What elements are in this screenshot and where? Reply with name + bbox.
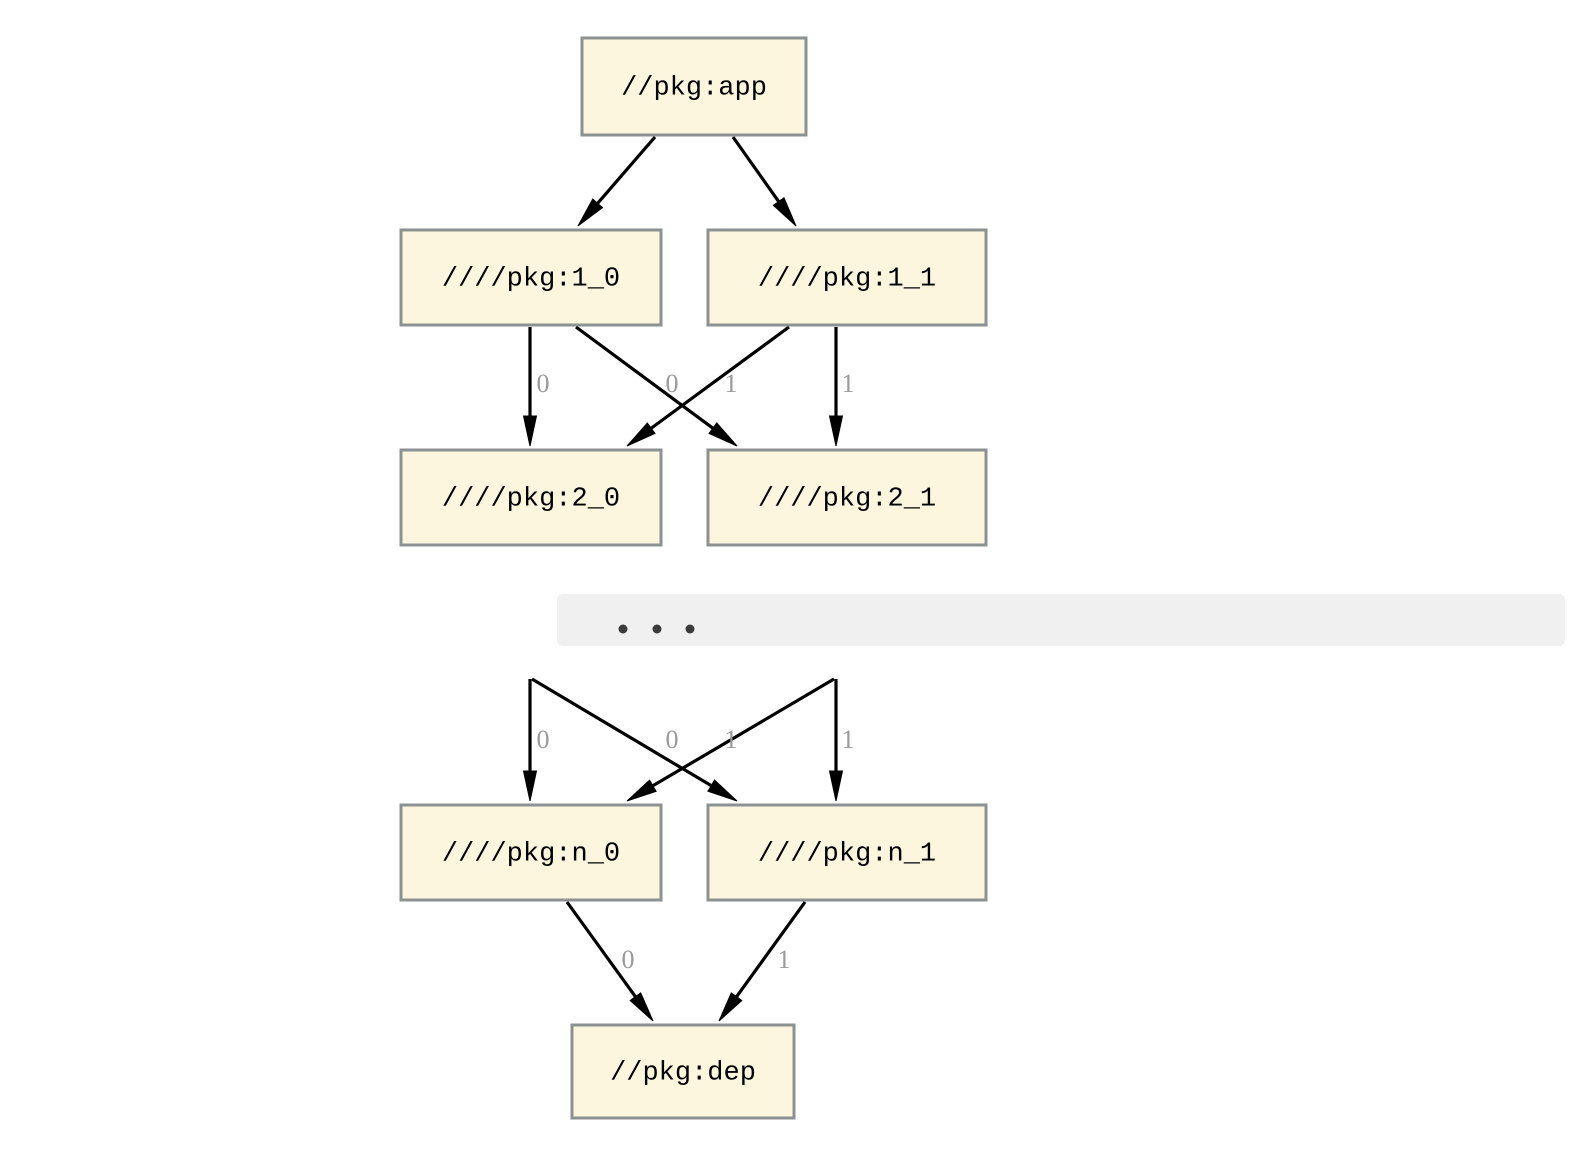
node-n2_1[interactable]: ////pkg:2_1 — [706, 448, 988, 547]
edge-label: 1 — [725, 369, 738, 398]
ellipsis-dot-1 — [652, 624, 662, 634]
edge-up-to-n_1: 0 — [531, 677, 738, 802]
edge-1_1-to-2_0: 1 — [626, 325, 790, 447]
edge-line — [531, 677, 713, 788]
nodes-layer: //pkg:app ////pkg:1_0 ////pkg:1_1 ////pkg:2… — [399, 36, 988, 1120]
arrowhead-icon — [828, 770, 844, 802]
node-nn_0[interactable]: ////pkg:n_0 — [399, 803, 663, 902]
node-box[interactable] — [706, 228, 988, 327]
edges-layer: 0 0 1 1 0 0 1 1 0 1 — [522, 135, 855, 1022]
edge-1_1-to-2_1: 1 — [828, 327, 855, 447]
node-label: ////pkg:1_1 — [758, 265, 936, 295]
edge-line — [652, 677, 835, 788]
node-label: //pkg:dep — [610, 1059, 756, 1089]
edge-up2-to-n_0: 1 — [626, 677, 835, 802]
node-label: ////pkg:n_1 — [758, 840, 936, 870]
edge-label: 0 — [537, 369, 550, 398]
ellipsis-dot-0 — [618, 624, 628, 634]
arrowhead-icon — [626, 779, 657, 802]
edge-label: 0 — [666, 725, 679, 754]
edge-line — [565, 901, 637, 998]
node-box[interactable] — [399, 803, 663, 902]
edge-line — [596, 135, 657, 205]
arrowhead-icon — [708, 422, 738, 447]
node-box[interactable] — [580, 36, 808, 137]
ellipsis-separator — [557, 594, 1565, 646]
edge-label: 0 — [537, 725, 550, 754]
arrowhead-icon — [629, 992, 654, 1022]
edge-line — [731, 136, 780, 203]
node-box[interactable] — [706, 803, 988, 902]
edge-label: 1 — [778, 945, 791, 974]
node-nn_1[interactable]: ////pkg:n_1 — [706, 803, 988, 902]
edge-line — [650, 325, 790, 430]
arrowhead-icon — [577, 198, 604, 227]
edge-n_0-to-dep: 0 — [565, 901, 654, 1022]
node-box[interactable] — [706, 448, 988, 547]
edge-label: 0 — [622, 945, 635, 974]
arrowhead-icon — [718, 992, 743, 1022]
node-label: ////pkg:n_0 — [442, 840, 620, 870]
node-label: ////pkg:2_0 — [442, 485, 620, 515]
node-label: //pkg:app — [621, 74, 767, 104]
ellipsis-band — [557, 594, 1565, 646]
arrowhead-icon — [626, 422, 656, 447]
node-box[interactable] — [399, 448, 663, 547]
edge-n_1-to-dep: 1 — [718, 901, 807, 1022]
edge-label: 1 — [725, 725, 738, 754]
edge-label: 1 — [842, 725, 855, 754]
node-n1_1[interactable]: ////pkg:1_1 — [706, 228, 988, 327]
arrowhead-icon — [707, 779, 738, 802]
edge-line — [575, 325, 714, 430]
arrowhead-icon — [522, 415, 538, 447]
node-n1_0[interactable]: ////pkg:1_0 — [399, 228, 663, 327]
node-box[interactable] — [399, 228, 663, 327]
arrowhead-icon — [522, 770, 538, 802]
edge-label: 1 — [842, 369, 855, 398]
edge-label: 0 — [666, 369, 679, 398]
edge-line — [735, 901, 807, 998]
edge-up-to-n_0: 0 — [522, 679, 550, 802]
arrowhead-icon — [828, 415, 844, 447]
edge-up2-to-n_1: 1 — [828, 679, 855, 802]
node-label: ////pkg:1_0 — [442, 265, 620, 295]
edge-app-to-1_0 — [577, 135, 657, 227]
node-app[interactable]: //pkg:app — [580, 36, 808, 137]
node-dep[interactable]: //pkg:dep — [570, 1023, 796, 1120]
edge-1_0-to-2_0: 0 — [522, 327, 550, 447]
ellipsis-dot-2 — [685, 624, 695, 634]
edge-app-to-1_1 — [731, 136, 797, 227]
arrowhead-icon — [772, 196, 797, 227]
node-label: ////pkg:2_1 — [758, 485, 936, 515]
edge-1_0-to-2_1: 0 — [575, 325, 738, 447]
node-box[interactable] — [570, 1023, 796, 1120]
node-n2_0[interactable]: ////pkg:2_0 — [399, 448, 663, 547]
